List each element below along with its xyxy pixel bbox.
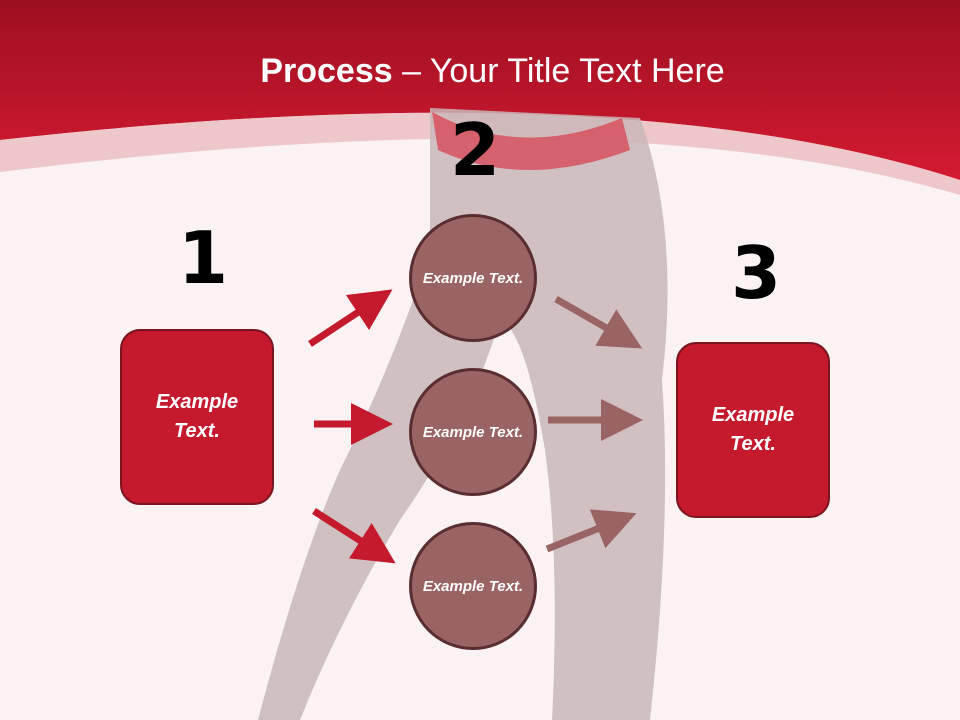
step-2-circle-middle[interactable]: Example Text. (409, 368, 537, 496)
header-band (0, 0, 960, 180)
arrow-out-top (554, 295, 643, 349)
step-2-item-1: Example Text. (422, 269, 524, 287)
title-bold: Process (260, 52, 393, 90)
step-1-box[interactable]: Example Text. (120, 329, 274, 505)
header-swoosh (0, 112, 960, 195)
step-2-circle-top[interactable]: Example Text. (409, 214, 537, 342)
slide-title: Process – Your Title Text Here (0, 52, 960, 91)
step-number-2: 2 (450, 108, 501, 192)
step-number-1: 1 (178, 216, 229, 300)
step-number-3: 3 (731, 231, 782, 315)
arrow-out-bottom (545, 509, 637, 553)
arrow-in-bottom (312, 508, 396, 564)
step-3-label: Example Text. (711, 404, 795, 455)
title-rest: – Your Title Text Here (392, 52, 725, 90)
step-1-label: Example Text. (155, 391, 239, 442)
step-3-box[interactable]: Example Text. (676, 342, 830, 518)
step-2-item-2: Example Text. (422, 423, 524, 441)
step-2-item-3: Example Text. (422, 577, 524, 595)
arrow-in-top (308, 289, 393, 347)
waistband (432, 112, 630, 170)
step-2-circle-bottom[interactable]: Example Text. (409, 522, 537, 650)
